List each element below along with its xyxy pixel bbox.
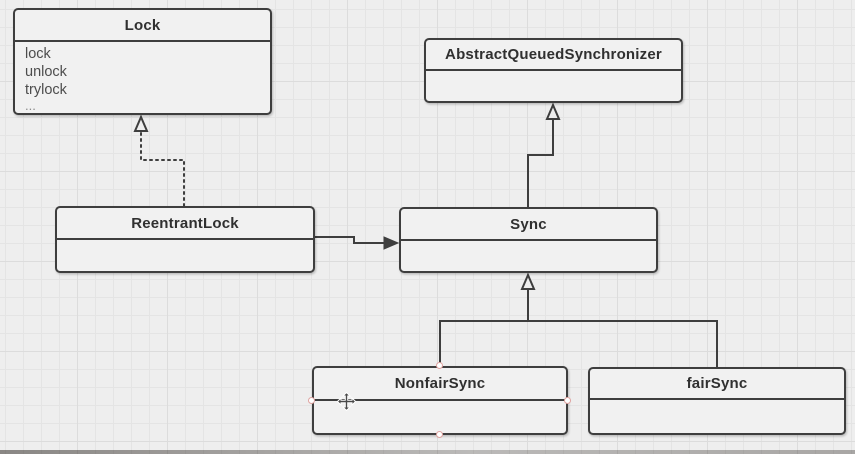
selection-handle-top[interactable] — [436, 362, 443, 369]
member-ellipsis: ... — [25, 98, 36, 113]
selection-handle-bottom[interactable] — [436, 431, 443, 438]
class-members-abstractqueuedsynchronizer — [426, 71, 681, 101]
member-unlock: unlock — [25, 64, 67, 80]
member-lock: lock — [25, 46, 51, 62]
arrowhead-hollow-lock — [133, 114, 149, 132]
class-title-fairsync: fairSync — [590, 369, 844, 400]
class-members-lock: lock unlock trylock ... — [15, 42, 270, 113]
arrowhead-filled-sync — [383, 236, 400, 250]
edge-subclasses-trunk[interactable] — [439, 320, 718, 367]
class-box-reentrantlock[interactable]: ReentrantLock — [55, 206, 315, 273]
class-members-fairsync — [590, 400, 844, 433]
class-box-abstractqueuedsynchronizer[interactable]: AbstractQueuedSynchronizer — [424, 38, 683, 103]
class-box-fairsync[interactable]: fairSync — [588, 367, 846, 435]
class-members-reentrantlock — [57, 240, 313, 271]
class-title-reentrantlock: ReentrantLock — [57, 208, 313, 240]
selection-handle-left[interactable] — [308, 397, 315, 404]
class-title-lock: Lock — [15, 10, 270, 42]
class-title-nonfairsync: NonfairSync — [314, 368, 566, 401]
edge-reentrantlock-to-lock[interactable] — [140, 130, 185, 207]
selection-handle-right[interactable] — [564, 397, 571, 404]
arrowhead-hollow-sync — [520, 272, 536, 290]
edge-reentrantlock-to-sync[interactable] — [315, 236, 386, 244]
canvas-bottom-edge — [0, 450, 855, 454]
class-members-sync — [401, 241, 656, 271]
member-trylock: trylock — [25, 82, 67, 98]
edge-sync-to-aqs[interactable] — [527, 119, 554, 207]
arrowhead-hollow-aqs — [545, 102, 561, 120]
class-title-sync: Sync — [401, 209, 656, 241]
class-box-sync[interactable]: Sync — [399, 207, 658, 273]
class-box-lock[interactable]: Lock lock unlock trylock ... — [13, 8, 272, 115]
class-title-abstractqueuedsynchronizer: AbstractQueuedSynchronizer — [426, 40, 681, 71]
move-cursor-icon — [337, 392, 356, 411]
